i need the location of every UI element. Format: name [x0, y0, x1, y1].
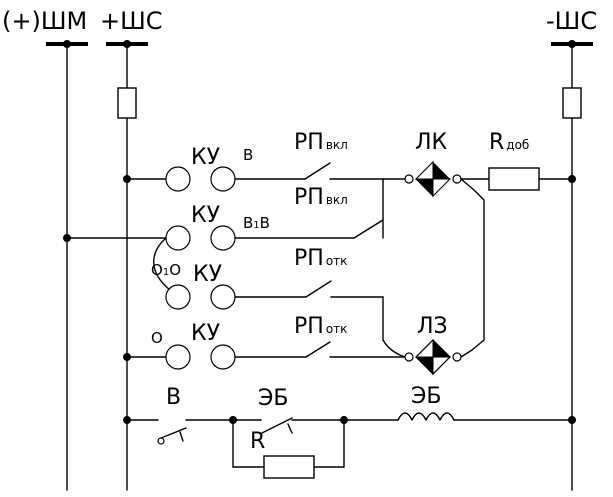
contact-eb-latch — [287, 423, 293, 434]
bus-label-sm: (+)ШМ — [2, 7, 87, 35]
bus-label-plus-sc: +ШС — [100, 7, 163, 35]
key-terminal-r3-right — [210, 284, 236, 310]
contact-rp-vkl-1 — [304, 162, 331, 180]
switch-label-b: В — [166, 385, 181, 410]
lamp-label-green: ЛЗ — [417, 314, 448, 339]
resistor-r — [263, 455, 315, 479]
contact-label-eb: ЭБ — [258, 386, 288, 411]
resistor-add — [488, 167, 540, 191]
lamp-green-terminal-right — [452, 352, 462, 362]
key-label-ku3: КУ — [193, 262, 223, 287]
key-pos-o: О — [151, 329, 163, 347]
lamp-red-terminal-right — [452, 174, 462, 184]
key-terminal-r2-left — [165, 225, 191, 251]
key-label-ku2: КУ — [191, 203, 221, 228]
contact-rp-otk-2 — [305, 341, 331, 358]
coil-label-eb: ЭБ — [411, 384, 441, 409]
resistor-label-r: R — [250, 429, 265, 454]
lamp-red-icon — [414, 160, 452, 198]
key-pos-b1b: В1В — [243, 214, 270, 232]
lamp-label-red: ЛК — [415, 130, 448, 155]
lamp-green-terminal-left — [404, 352, 414, 362]
key-terminal-r1-right — [210, 166, 236, 192]
key-terminal-r2-right — [210, 225, 236, 251]
coil-eb — [397, 412, 455, 421]
key-pos-o1o: О1О — [151, 261, 181, 279]
wire-r3-to-lamp — [382, 339, 406, 358]
key-label-ku4: КУ — [191, 321, 221, 346]
key-terminal-r4-right — [210, 344, 236, 370]
key-terminal-r4-left — [165, 344, 191, 370]
switch-b-latch — [179, 431, 184, 442]
key-label-ku1: КУ — [191, 145, 221, 170]
lamp-red-terminal-left — [404, 174, 414, 184]
key-terminal-r1-left — [165, 166, 191, 192]
switch-b-blade — [160, 427, 187, 439]
contact-eb — [261, 417, 293, 434]
wire-lamp-return — [460, 178, 485, 358]
key-pos-b: В — [243, 146, 253, 164]
lamp-green-icon — [414, 338, 452, 376]
fuse-plus — [117, 87, 137, 119]
bus-label-minus-sc: -ШС — [546, 7, 597, 35]
fuse-minus — [562, 87, 582, 119]
key-link-o1o — [153, 237, 171, 291]
switch-b-pivot — [157, 437, 165, 445]
contact-rp-vkl-2 — [353, 219, 384, 239]
key-terminal-r3-left — [165, 284, 191, 310]
contact-rp-otk-1 — [305, 280, 332, 298]
